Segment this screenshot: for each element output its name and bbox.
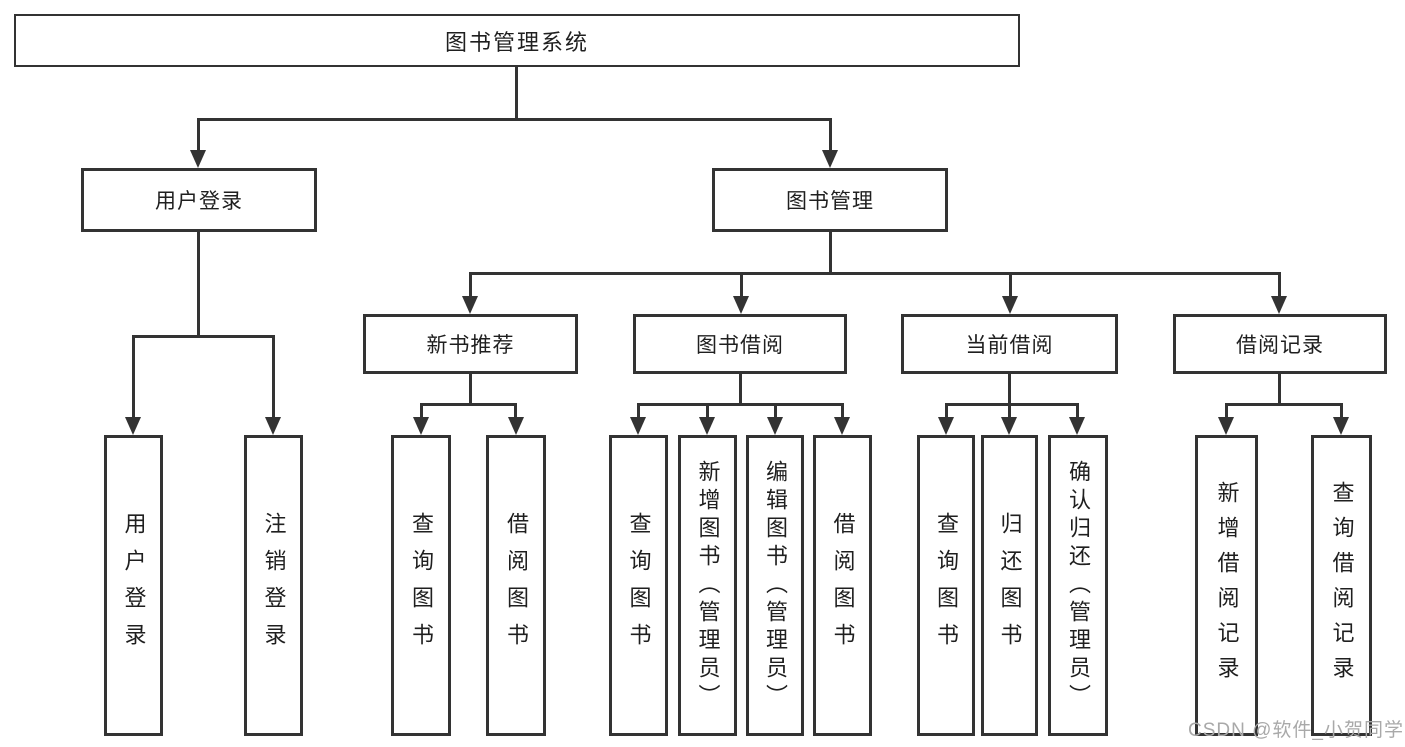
connector-line — [637, 403, 843, 406]
connector-line — [197, 118, 831, 121]
connector-line — [514, 403, 517, 418]
node-label: 当前借阅 — [965, 334, 1054, 357]
leaf-label: 编辑图书（管理员） — [763, 459, 788, 712]
connector-line — [420, 403, 423, 418]
connector-line — [469, 272, 1281, 275]
arrowhead-down-icon — [265, 417, 281, 435]
connector-line — [197, 232, 200, 338]
node-current-borrowing: 当前借阅 — [901, 314, 1118, 374]
connector-line — [945, 403, 948, 418]
connector-line — [132, 335, 275, 338]
arrowhead-down-icon — [1069, 417, 1085, 435]
node-book-management: 图书管理 — [712, 168, 948, 232]
connector-line — [132, 335, 135, 418]
arrowhead-down-icon — [462, 296, 478, 314]
leaf-label: 查询图书 — [626, 511, 652, 660]
arrowhead-down-icon — [630, 417, 646, 435]
leaf-add-borrow-record: 新增借阅记录 — [1195, 435, 1258, 736]
arrowhead-down-icon — [767, 417, 783, 435]
node-label: 图书借阅 — [696, 334, 784, 357]
arrowhead-down-icon — [413, 417, 429, 435]
node-label: 用户登录 — [155, 190, 243, 213]
node-label: 图书管理系统 — [444, 29, 589, 55]
connector-line — [1076, 403, 1079, 418]
leaf-query-borrow-record: 查询借阅记录 — [1311, 435, 1372, 736]
leaf-user-login: 用户登录 — [104, 435, 163, 736]
leaf-label: 查询图书 — [409, 511, 434, 660]
arrowhead-down-icon — [125, 417, 141, 435]
node-label: 新书推荐 — [426, 334, 515, 357]
leaf-query-books-recommend: 查询图书 — [391, 435, 451, 736]
connector-line — [945, 403, 1079, 406]
leaf-borrow-books-borrowing: 借阅图书 — [813, 435, 872, 736]
connector-line — [420, 403, 517, 406]
connector-line — [740, 272, 743, 297]
leaf-label: 借阅图书 — [830, 511, 856, 660]
connector-line — [469, 272, 472, 297]
leaf-add-book-admin: 新增图书（管理员） — [678, 435, 737, 736]
leaf-label: 新增图书（管理员） — [695, 459, 721, 712]
node-label: 借阅记录 — [1236, 334, 1324, 357]
arrowhead-down-icon — [733, 296, 749, 314]
connector-line — [1008, 403, 1011, 418]
connector-line — [637, 403, 640, 418]
arrowhead-down-icon — [834, 417, 850, 435]
leaf-label: 借阅图书 — [504, 511, 529, 660]
leaf-return-book: 归还图书 — [981, 435, 1038, 736]
connector-line — [1009, 272, 1012, 297]
arrowhead-down-icon — [1271, 296, 1287, 314]
connector-line — [1340, 403, 1343, 418]
node-book-borrowing: 图书借阅 — [633, 314, 847, 374]
connector-line — [1278, 373, 1281, 405]
arrowhead-down-icon — [1333, 417, 1349, 435]
leaf-confirm-return-admin: 确认归还（管理员） — [1048, 435, 1108, 736]
arrowhead-down-icon — [699, 417, 715, 435]
connector-line — [829, 118, 832, 152]
connector-line — [272, 335, 275, 418]
csdn-watermark: CSDN @软件_小贺同学 — [1188, 720, 1404, 741]
connector-line — [469, 373, 472, 405]
connector-line — [1225, 403, 1228, 418]
leaf-query-books-borrowing: 查询图书 — [609, 435, 668, 736]
arrowhead-down-icon — [822, 150, 838, 168]
connector-line — [1008, 373, 1011, 405]
leaf-query-books-current: 查询图书 — [917, 435, 975, 736]
connector-line — [1278, 272, 1281, 297]
leaf-logout: 注销登录 — [244, 435, 303, 736]
node-user-login: 用户登录 — [81, 168, 317, 232]
leaf-label: 归还图书 — [997, 511, 1023, 660]
leaf-label: 查询图书 — [934, 511, 959, 660]
node-library-management-system: 图书管理系统 — [14, 14, 1020, 67]
arrowhead-down-icon — [938, 417, 954, 435]
leaf-borrow-books-recommend: 借阅图书 — [486, 435, 546, 736]
node-borrowing-records: 借阅记录 — [1173, 314, 1387, 374]
arrowhead-down-icon — [1218, 417, 1234, 435]
leaf-edit-book-admin: 编辑图书（管理员） — [746, 435, 804, 736]
arrowhead-down-icon — [190, 150, 206, 168]
leaf-label: 用户登录 — [121, 511, 147, 660]
leaf-label: 注销登录 — [261, 511, 287, 660]
connector-line — [774, 403, 777, 418]
connector-line — [739, 373, 742, 405]
connector-line — [197, 118, 200, 152]
connector-line — [515, 67, 518, 118]
leaf-label: 新增借阅记录 — [1214, 480, 1240, 691]
node-new-book-recommend: 新书推荐 — [363, 314, 578, 374]
connector-line — [706, 403, 709, 418]
arrowhead-down-icon — [508, 417, 524, 435]
connector-line — [829, 232, 832, 274]
arrowhead-down-icon — [1002, 296, 1018, 314]
node-label: 图书管理 — [786, 190, 874, 213]
arrowhead-down-icon — [1001, 417, 1017, 435]
leaf-label: 查询借阅记录 — [1329, 480, 1355, 691]
leaf-label: 确认归还（管理员） — [1066, 459, 1091, 712]
connector-line — [841, 403, 844, 418]
connector-line — [1225, 403, 1343, 406]
